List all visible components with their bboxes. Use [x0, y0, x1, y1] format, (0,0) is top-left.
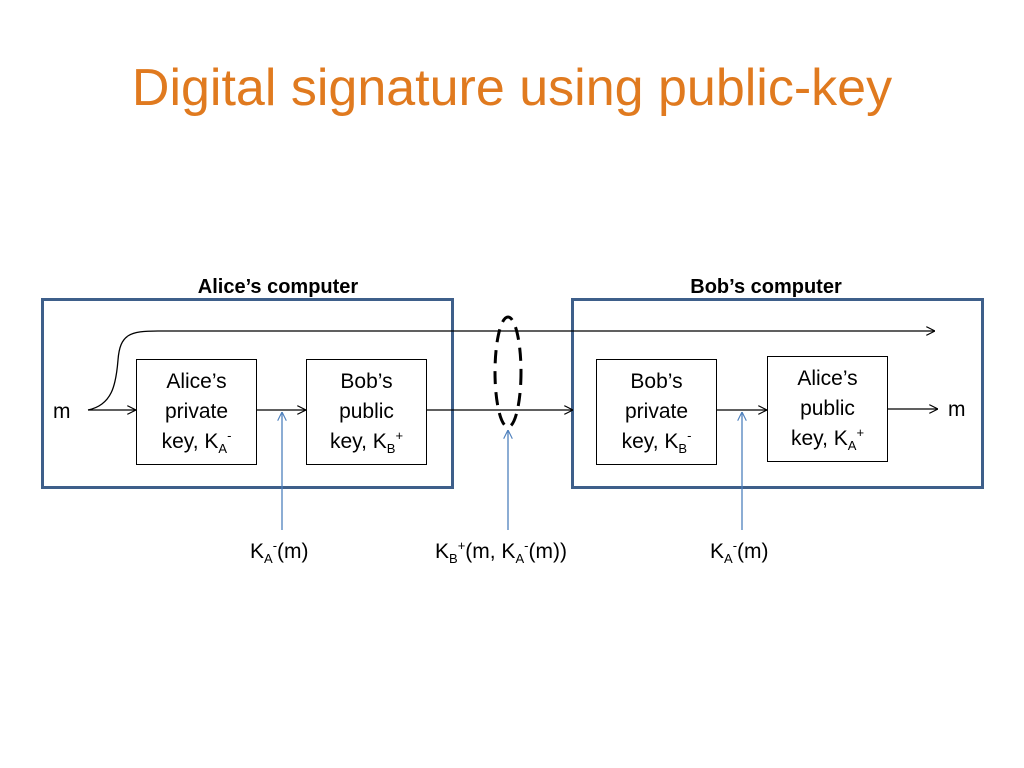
label-superscript: + [457, 538, 466, 553]
box-line: key, K [329, 430, 387, 453]
box-line: public [800, 397, 855, 420]
channel-ellipse [493, 315, 523, 429]
signed-message-label-left: KA-(m) [250, 538, 309, 567]
alice-private-key-box: Alice’s private key, KA- [136, 359, 257, 465]
label-part: K [435, 540, 450, 563]
key-superscript: + [395, 428, 404, 443]
label-subscript: A [724, 551, 733, 567]
box-line: Bob’s [340, 370, 393, 393]
signed-message-label-right: KA-(m) [710, 538, 769, 567]
label-part: (m) [277, 540, 309, 563]
label-part: K [250, 540, 265, 563]
label-part: K [710, 540, 725, 563]
channel-ciphertext-label: KB+(m, KA-(m)) [435, 538, 567, 567]
box-line: key, K [621, 430, 679, 453]
bob-computer-label: Bob’s computer [690, 276, 842, 298]
label-part: (m)) [528, 540, 567, 563]
box-line: key, K [790, 427, 848, 450]
box-line: private [164, 400, 229, 423]
alice-computer-box [41, 298, 454, 489]
box-line: private [624, 400, 689, 423]
key-subscript: B [678, 441, 688, 457]
input-message-label: m [53, 400, 71, 423]
label-subscript: B [449, 551, 458, 567]
alice-public-key-box: Alice’s public key, KA+ [767, 356, 888, 462]
output-message-label: m [948, 398, 966, 421]
box-line: public [339, 400, 394, 423]
arrow-m-bypass [87, 331, 935, 411]
label-part: (m) [737, 540, 769, 563]
label-subscript: A [264, 551, 273, 567]
box-line: key, K [161, 430, 219, 453]
key-subscript: A [218, 441, 228, 457]
alice-computer-label: Alice’s computer [197, 276, 359, 298]
label-superscript: - [732, 538, 738, 553]
label-superscript: - [524, 538, 529, 553]
bob-computer-box [571, 298, 984, 489]
box-line: Bob’s [630, 370, 683, 393]
bob-public-key-box: Bob’s public key, KB+ [306, 359, 427, 465]
box-line: Alice’s [797, 367, 858, 390]
page-title: Digital signature using public-key [131, 59, 893, 117]
label-part: (m, K [465, 540, 516, 563]
box-line: Alice’s [166, 370, 227, 393]
key-subscript: B [386, 441, 396, 457]
key-superscript: + [856, 425, 865, 440]
key-subscript: A [847, 438, 857, 454]
key-superscript: - [227, 428, 232, 443]
label-subscript: A [515, 551, 525, 567]
key-superscript: - [687, 428, 692, 443]
label-superscript: - [272, 538, 278, 553]
bob-private-key-box: Bob’s private key, KB- [596, 359, 717, 465]
